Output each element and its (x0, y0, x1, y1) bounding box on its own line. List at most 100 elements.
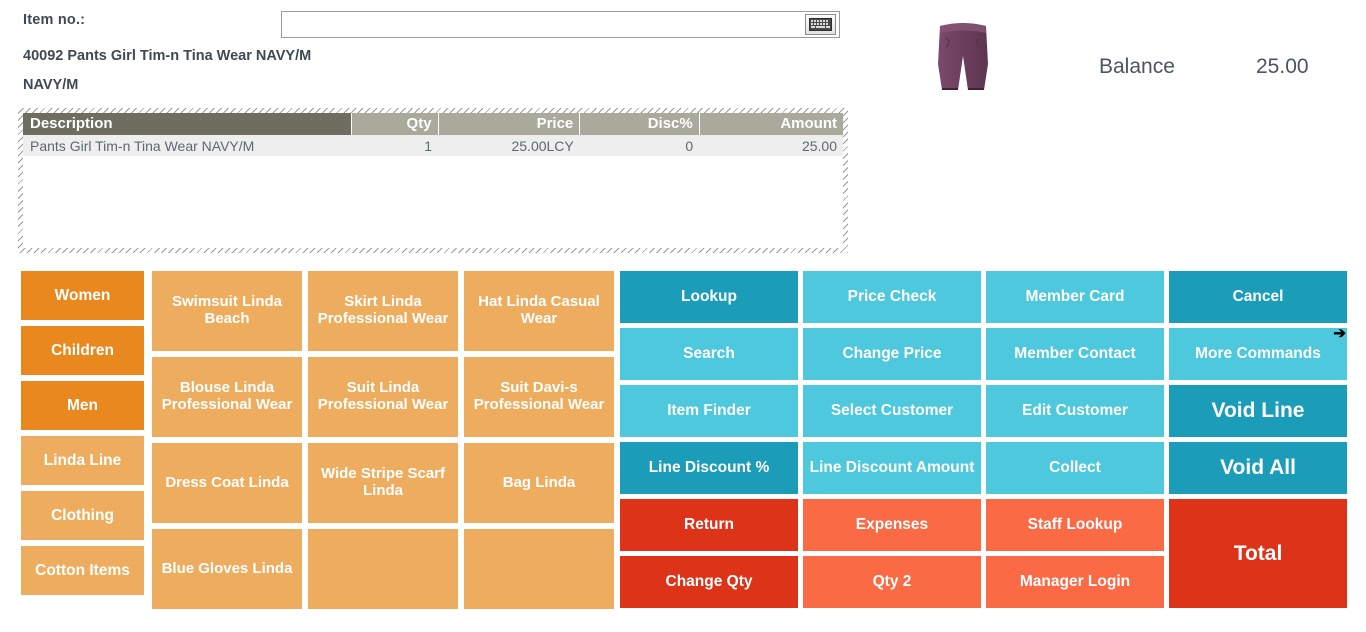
command-button-label: Edit Customer (1022, 402, 1128, 420)
command-button-label: Collect (1049, 459, 1101, 477)
category-button-label: Linda Line (43, 451, 122, 469)
command-button-label: Line Discount % (648, 459, 770, 477)
command-button-expenses[interactable]: Expenses (803, 499, 981, 551)
product-button-label: Bag Linda (502, 473, 576, 491)
command-button-lookup[interactable]: Lookup (620, 271, 798, 323)
command-button-label: Lookup (681, 288, 737, 306)
product-button-label: Skirt Linda Professional Wear (317, 293, 449, 327)
product-button-label: Suit Linda Professional Wear (317, 379, 449, 413)
command-button-price-check[interactable]: Price Check (803, 271, 981, 323)
command-button-label: Search (683, 345, 735, 363)
command-button-collect[interactable]: Collect (986, 442, 1164, 494)
product-button-wide-stripe-scarf-linda[interactable]: Wide Stripe Scarf Linda (308, 443, 458, 523)
command-button-qty-2[interactable]: Qty 2 (803, 556, 981, 608)
command-button-label: More Commands (1195, 345, 1321, 363)
product-button-label: Suit Davi-s Professional Wear (473, 379, 605, 413)
category-button-label: Children (51, 341, 114, 359)
product-button-label: Dress Coat Linda (165, 473, 289, 491)
command-button-line-discount[interactable]: Line Discount % (620, 442, 798, 494)
command-button-label: Void Line (1211, 399, 1305, 423)
balance-label: Balance (1099, 55, 1175, 78)
category-button-cotton-items[interactable]: Cotton Items (21, 546, 144, 595)
cell-description: Pants Girl Tim-n Tina Wear NAVY/M (23, 135, 351, 156)
command-button-void-line[interactable]: Void Line (1169, 385, 1347, 437)
command-button-member-contact[interactable]: Member Contact (986, 328, 1164, 380)
item-no-input[interactable] (282, 12, 805, 37)
product-button-empty (464, 529, 614, 609)
arrow-right-icon: ➔ (1333, 325, 1346, 342)
category-button-men[interactable]: Men (21, 381, 144, 430)
product-button-label: Wide Stripe Scarf Linda (320, 465, 446, 499)
balance-value: 25.00 (1256, 55, 1309, 78)
command-button-label: Void All (1220, 456, 1296, 480)
column-header-qty[interactable]: Qty (351, 113, 439, 135)
product-button-dress-coat-linda[interactable]: Dress Coat Linda (152, 443, 302, 523)
table-row[interactable]: Pants Girl Tim-n Tina Wear NAVY/M 1 25.0… (23, 135, 843, 156)
product-button-hat-linda-casual-wear[interactable]: Hat Linda Casual Wear (464, 271, 614, 351)
command-button-label: Manager Login (1019, 573, 1131, 591)
keyboard-icon[interactable] (805, 14, 836, 35)
product-button-label: Swimsuit Linda Beach (171, 293, 282, 327)
command-button-search[interactable]: Search (620, 328, 798, 380)
transaction-empty-area (23, 156, 843, 234)
transaction-grid: Description Qty Price Disc% Amount Pants… (18, 108, 848, 253)
command-button-cancel[interactable]: Cancel (1169, 271, 1347, 323)
command-button-change-qty[interactable]: Change Qty (620, 556, 798, 608)
category-button-women[interactable]: Women (21, 271, 144, 320)
cell-disc: 0 (579, 135, 700, 156)
command-button-more-commands[interactable]: More Commands ➔ (1169, 325, 1347, 380)
command-button-label: Change Price (842, 345, 942, 363)
product-button-blouse-linda-professional-wear[interactable]: Blouse Linda Professional Wear (152, 357, 302, 437)
item-no-label: Item no.: (23, 12, 86, 28)
column-header-disc[interactable]: Disc% (579, 113, 700, 135)
command-button-select-customer[interactable]: Select Customer (803, 385, 981, 437)
category-button-linda-line[interactable]: Linda Line (21, 436, 144, 485)
category-button-children[interactable]: Children (21, 326, 144, 375)
product-button-empty (308, 529, 458, 609)
item-variant-line: NAVY/M (23, 77, 79, 93)
command-button-label: Staff Lookup (1027, 516, 1123, 534)
command-button-change-price[interactable]: Change Price (803, 328, 981, 380)
product-button-skirt-linda-professional-wear[interactable]: Skirt Linda Professional Wear (308, 271, 458, 351)
cell-amount: 25.00 (699, 135, 843, 156)
column-header-amount[interactable]: Amount (699, 113, 843, 135)
command-button-label: Return (684, 516, 734, 534)
table-header-row: Description Qty Price Disc% Amount (23, 113, 843, 135)
column-header-description[interactable]: Description (23, 113, 352, 135)
command-button-void-all[interactable]: Void All (1169, 442, 1347, 494)
command-button-label: Cancel (1232, 288, 1284, 306)
command-button-line-discount-amount[interactable]: Line Discount Amount (803, 442, 981, 494)
product-button-bag-linda[interactable]: Bag Linda (464, 443, 614, 523)
item-no-input-wrap[interactable] (281, 11, 840, 38)
command-button-manager-login[interactable]: Manager Login (986, 556, 1164, 608)
command-button-label: Member Contact (1014, 345, 1136, 363)
transaction-table: Description Qty Price Disc% Amount Pants… (23, 113, 843, 156)
command-button-label: Qty 2 (872, 573, 912, 591)
command-button-label: Change Qty (665, 573, 753, 591)
category-button-label: Women (54, 286, 111, 304)
product-thumbnail (932, 20, 994, 92)
command-button-label: Price Check (847, 288, 937, 306)
product-button-label: Blouse Linda Professional Wear (161, 379, 293, 413)
category-button-label: Men (67, 396, 98, 414)
item-description-line: 40092 Pants Girl Tim-n Tina Wear NAVY/M (23, 48, 312, 64)
category-button-label: Cotton Items (35, 561, 130, 579)
column-header-price[interactable]: Price (438, 113, 581, 135)
product-button-suit-linda-professional-wear[interactable]: Suit Linda Professional Wear (308, 357, 458, 437)
command-button-label: Total (1233, 541, 1283, 565)
category-button-clothing[interactable]: Clothing (21, 491, 144, 540)
command-button-total[interactable]: Total (1169, 499, 1347, 608)
command-button-item-finder[interactable]: Item Finder (620, 385, 798, 437)
command-button-member-card[interactable]: Member Card (986, 271, 1164, 323)
product-button-suit-davi-s-professional-wear[interactable]: Suit Davi-s Professional Wear (464, 357, 614, 437)
command-button-edit-customer[interactable]: Edit Customer (986, 385, 1164, 437)
product-button-swimsuit-linda-beach[interactable]: Swimsuit Linda Beach (152, 271, 302, 351)
command-button-return[interactable]: Return (620, 499, 798, 551)
product-button-blue-gloves-linda[interactable]: Blue Gloves Linda (152, 529, 302, 609)
cell-price: 25.00LCY (438, 135, 580, 156)
command-button-staff-lookup[interactable]: Staff Lookup (986, 499, 1164, 551)
command-button-label: Line Discount Amount (809, 459, 975, 477)
command-button-label: Expenses (855, 516, 929, 534)
